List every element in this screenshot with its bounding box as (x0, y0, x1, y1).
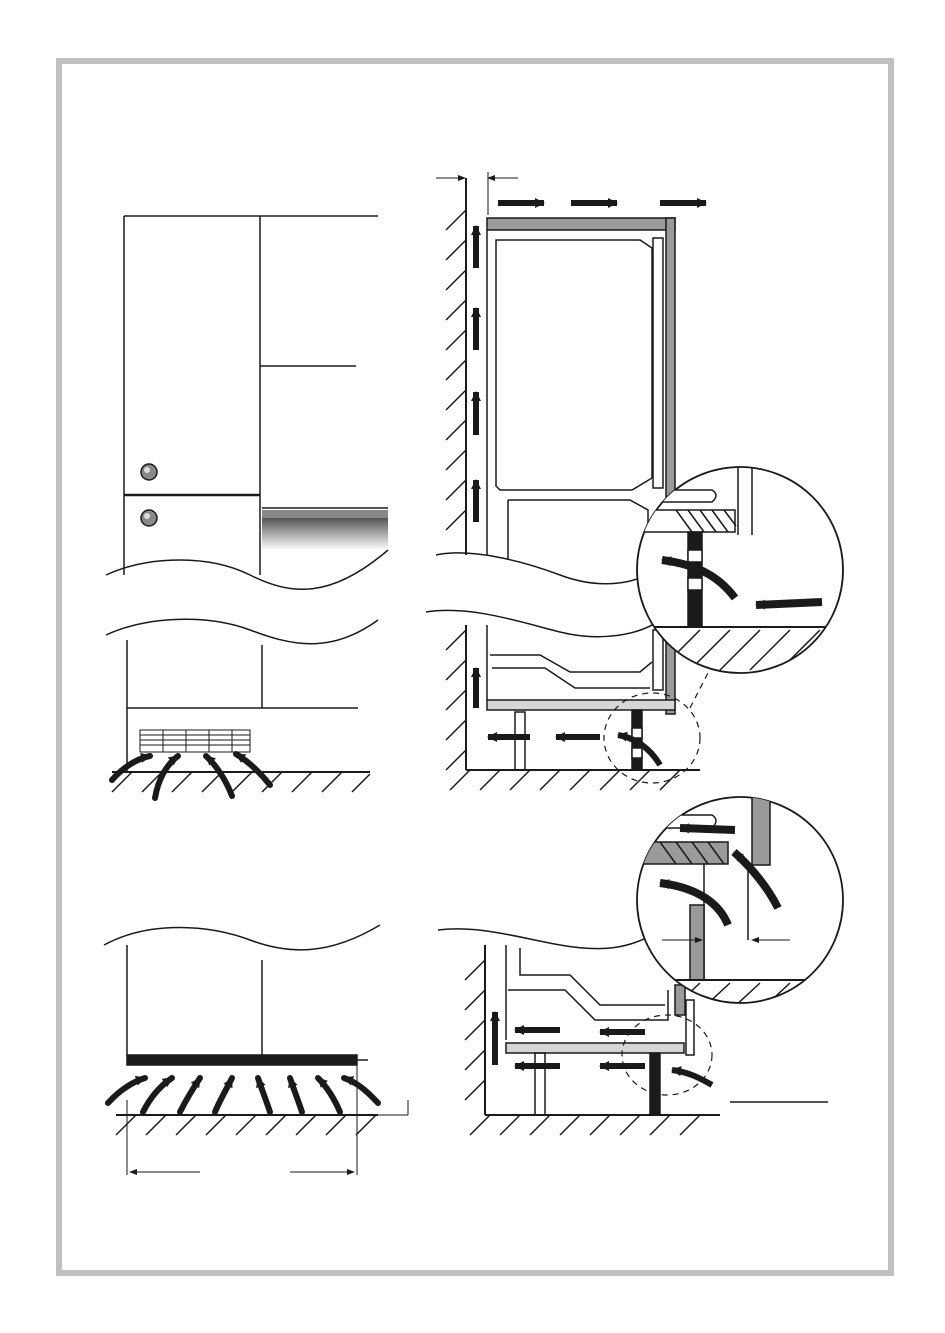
airflow-arrow-icon (112, 754, 270, 798)
floor-hatch-icon (450, 770, 700, 790)
floor-hatch-icon (116, 1115, 378, 1135)
wall-hatch-icon (446, 178, 466, 770)
floor-hatch-icon (470, 1115, 720, 1135)
airflow-arrow-icon (108, 1078, 378, 1112)
magnifier-circle-icon (635, 465, 850, 673)
floor-hatch-icon (112, 772, 370, 792)
front-view-with-grille (106, 216, 388, 798)
dimension-arrow-icon (436, 172, 518, 215)
door-knob-icon (141, 464, 157, 480)
side-section-upper-install (426, 172, 712, 790)
front-view-with-plinth (104, 925, 408, 1175)
door-knob-icon (141, 510, 157, 526)
magnifier-circle-icon (635, 795, 845, 1020)
ventilation-grille-icon (140, 730, 250, 752)
wall-hatch-icon (465, 945, 485, 1115)
